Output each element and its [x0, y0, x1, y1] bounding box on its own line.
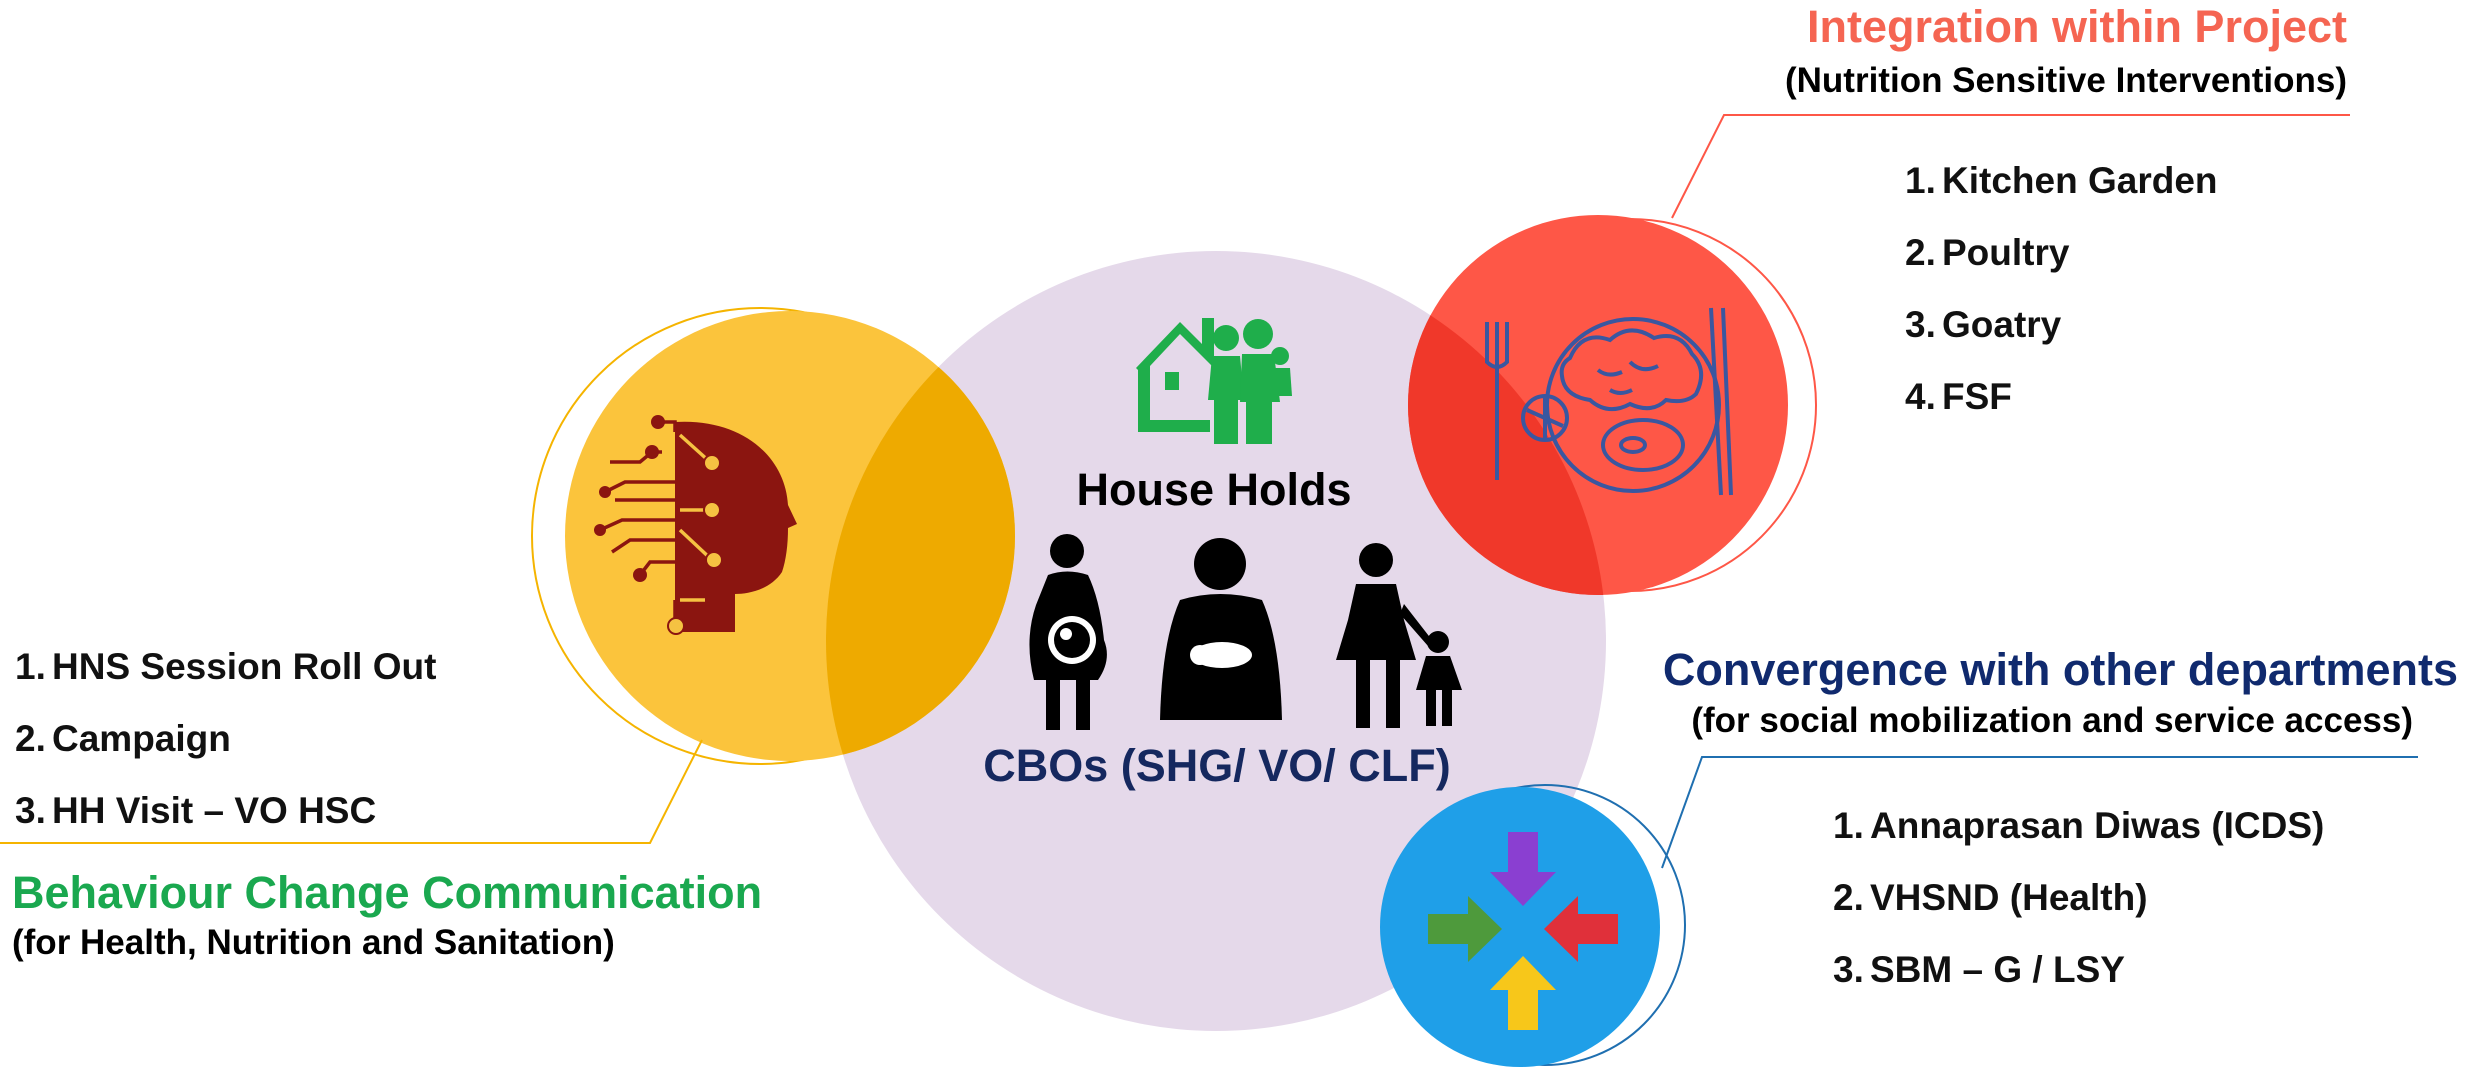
bcc-item-3-text: HH Visit – VO HSC	[52, 790, 376, 831]
convergence-item-2-text: VHSND (Health)	[1870, 877, 2148, 918]
convergence-item-2-num: 2.	[1833, 877, 1864, 918]
convergence-subtitle: (for social mobilization and service acc…	[1691, 701, 2413, 740]
bcc-item-1-num: 1.	[15, 646, 46, 687]
bcc-connector-line	[0, 739, 703, 844]
food-plate-icon	[1485, 307, 1733, 496]
convergence-item-3-num: 3.	[1833, 949, 1864, 990]
converging-arrows-icon	[1428, 832, 1618, 1030]
house-family-icon	[1136, 318, 1292, 444]
mother-with-baby-icon	[1160, 538, 1282, 720]
integration-connector-line	[1671, 114, 2350, 219]
integration-item-4-num: 4.	[1905, 376, 1936, 417]
integration-title: Integration within Project	[1807, 1, 2347, 52]
bcc-item-3-num: 3.	[15, 790, 46, 831]
integration-item-2-text: Poultry	[1942, 232, 2070, 273]
integration-item-3-num: 3.	[1905, 304, 1936, 345]
integration-item-1-num: 1.	[1905, 160, 1936, 201]
bcc-title: Behaviour Change Communication	[12, 867, 762, 918]
cbos-label: CBOs (SHG/ VO/ CLF)	[983, 740, 1451, 791]
bcc-subtitle: (for Health, Nutrition and Sanitation)	[12, 923, 615, 962]
integration-item-2-num: 2.	[1905, 232, 1936, 273]
convergence-item-1-text: Annaprasan Diwas (ICDS)	[1870, 805, 2324, 846]
pregnant-woman-icon	[1029, 534, 1107, 730]
bcc-item-1-text: HNS Session Roll Out	[52, 646, 436, 687]
convergence-circle	[1380, 787, 1660, 1067]
integration-subtitle: (Nutrition Sensitive Interventions)	[1785, 61, 2347, 100]
households-label: House Holds	[1076, 464, 1351, 515]
mother-with-child-icon	[1336, 543, 1462, 728]
integration-item-4-text: FSF	[1942, 376, 2012, 417]
ai-head-icon	[594, 415, 797, 635]
convergence-item-1-num: 1.	[1833, 805, 1864, 846]
integration-item-1-text: Kitchen Garden	[1942, 160, 2218, 201]
bcc-item-2-num: 2.	[15, 718, 46, 759]
integration-item-3-text: Goatry	[1942, 304, 2062, 345]
bcc-overlap-area	[826, 311, 1015, 761]
bcc-item-2-text: Campaign	[52, 718, 231, 759]
convergence-item-3-text: SBM – G / LSY	[1870, 949, 2125, 990]
convergence-title: Convergence with other departments	[1663, 644, 2458, 695]
convergence-connector-line	[1661, 756, 2418, 869]
